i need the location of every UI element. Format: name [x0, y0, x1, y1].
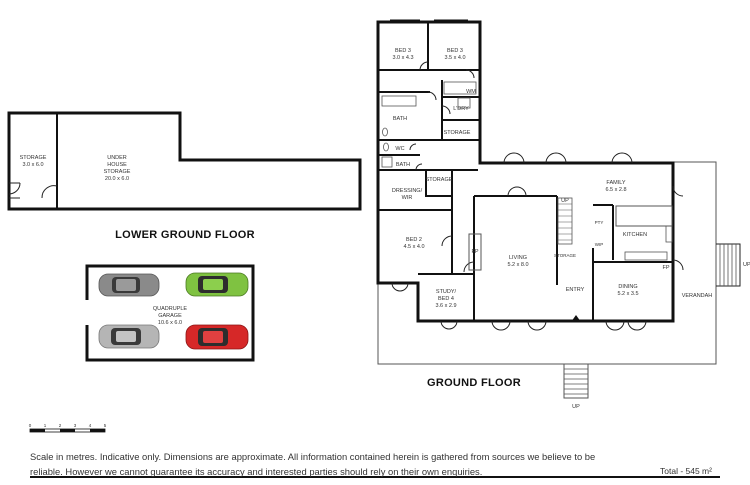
living-label: LIVING [509, 255, 527, 261]
fp-dining-label: FP [662, 265, 669, 271]
garage-label-2: GARAGE [158, 313, 182, 319]
bath2-label: BATH [396, 162, 410, 168]
disclaimer-text: Scale in metres. Indicative only. Dimens… [30, 451, 596, 477]
scale-bar: 0 1 2 3 4 5 [29, 423, 107, 433]
wm-label: WM [466, 89, 476, 95]
under-house-label-3: STORAGE [104, 169, 131, 175]
entry-label: ENTRY [566, 287, 585, 293]
dining-label: DINING [618, 284, 637, 290]
lower-ground-floor: STORAGE 3.0 x 6.0 UNDER HOUSE STORAGE 20… [7, 111, 362, 241]
kitchen-label: KITCHEN [623, 232, 647, 238]
study-label-1: STUDY/ [436, 289, 457, 295]
pty-label: PTY [595, 220, 604, 225]
toilet-icon-2 [383, 142, 389, 152]
bed3a-label: BED 3 [395, 48, 411, 54]
bed2-size: 4.5 x 4.0 [403, 244, 424, 250]
basin-icon [381, 156, 393, 168]
study-size: 3.6 x 2.9 [435, 303, 456, 309]
dining-size: 5.2 x 3.5 [617, 291, 638, 297]
entry-arrow-icon [571, 315, 581, 322]
wip-label: WIP [595, 242, 604, 247]
bed3b-size: 3.5 x 4.0 [444, 55, 465, 61]
bathtub-icon [381, 95, 417, 107]
laundry-tub-icon [443, 81, 477, 95]
storage-gf-label: STORAGE [444, 130, 471, 136]
study-label-2: BED 4 [438, 296, 454, 302]
car-silver-icon [98, 324, 160, 349]
fireplace-living [468, 233, 482, 271]
storage-small-label: STORAGE [426, 177, 453, 183]
scale-tick-5: 5 [104, 423, 107, 428]
quadruple-garage: QUADRUPLE GARAGE 10.6 x 6.0 [85, 264, 255, 362]
up-right-label: UP [743, 262, 750, 268]
scale-tick-3: 3 [74, 423, 77, 428]
bed3a-size: 3.0 x 4.3 [392, 55, 413, 61]
garage-size: 10.6 x 6.0 [158, 320, 182, 326]
storage-lg-label: STORAGE [20, 155, 47, 161]
dressing-label-1: DRESSING/ [392, 188, 423, 194]
laundry-label: L'DRY [453, 106, 469, 112]
toilet-icon [382, 127, 388, 137]
scale-tick-0: 0 [29, 423, 32, 428]
stove-icon [624, 251, 668, 261]
ground-floor: UP UP [376, 19, 750, 410]
sink-icon [457, 97, 471, 109]
dressing-label-2: WIR [402, 195, 413, 201]
fp-living-label: FP [471, 249, 478, 255]
scale-tick-2: 2 [59, 423, 62, 428]
family-size: 6.5 x 2.8 [605, 187, 626, 193]
car-grey-icon [98, 273, 160, 297]
stairs-bottom [563, 363, 589, 399]
internal-staircase [557, 197, 573, 245]
storage-stair-label: STORAGE [554, 253, 576, 258]
bed3b-label: BED 3 [447, 48, 463, 54]
under-house-label-2: HOUSE [107, 162, 127, 168]
car-red-icon [185, 324, 249, 350]
stairs-right [716, 243, 741, 287]
family-label: FAMILY [606, 180, 625, 186]
bath1-label: BATH [393, 116, 407, 122]
storage-lg-size: 3.0 x 6.0 [22, 162, 43, 168]
kitchen-bench [615, 205, 673, 227]
car-green-icon [185, 272, 249, 297]
up-internal-label: UP [561, 198, 569, 204]
up-bottom-label: UP [572, 404, 580, 410]
wc-label: WC [395, 146, 404, 152]
total-area: Total - 545 m² [660, 466, 712, 476]
bed2-label: BED 2 [406, 237, 422, 243]
under-house-label-1: UNDER [107, 155, 127, 161]
living-size: 5.2 x 8.0 [507, 262, 528, 268]
garage-label-1: QUADRUPLE [153, 306, 188, 312]
verandah-label: VERANDAH [682, 293, 713, 299]
scale-tick-4: 4 [89, 423, 92, 428]
under-house-size: 20.0 x 6.0 [105, 176, 129, 182]
lower-ground-floor-title: LOWER GROUND FLOOR [115, 229, 255, 241]
ground-floor-title: GROUND FLOOR [427, 377, 521, 389]
fridge-icon [665, 225, 673, 243]
scale-tick-1: 1 [44, 423, 47, 428]
